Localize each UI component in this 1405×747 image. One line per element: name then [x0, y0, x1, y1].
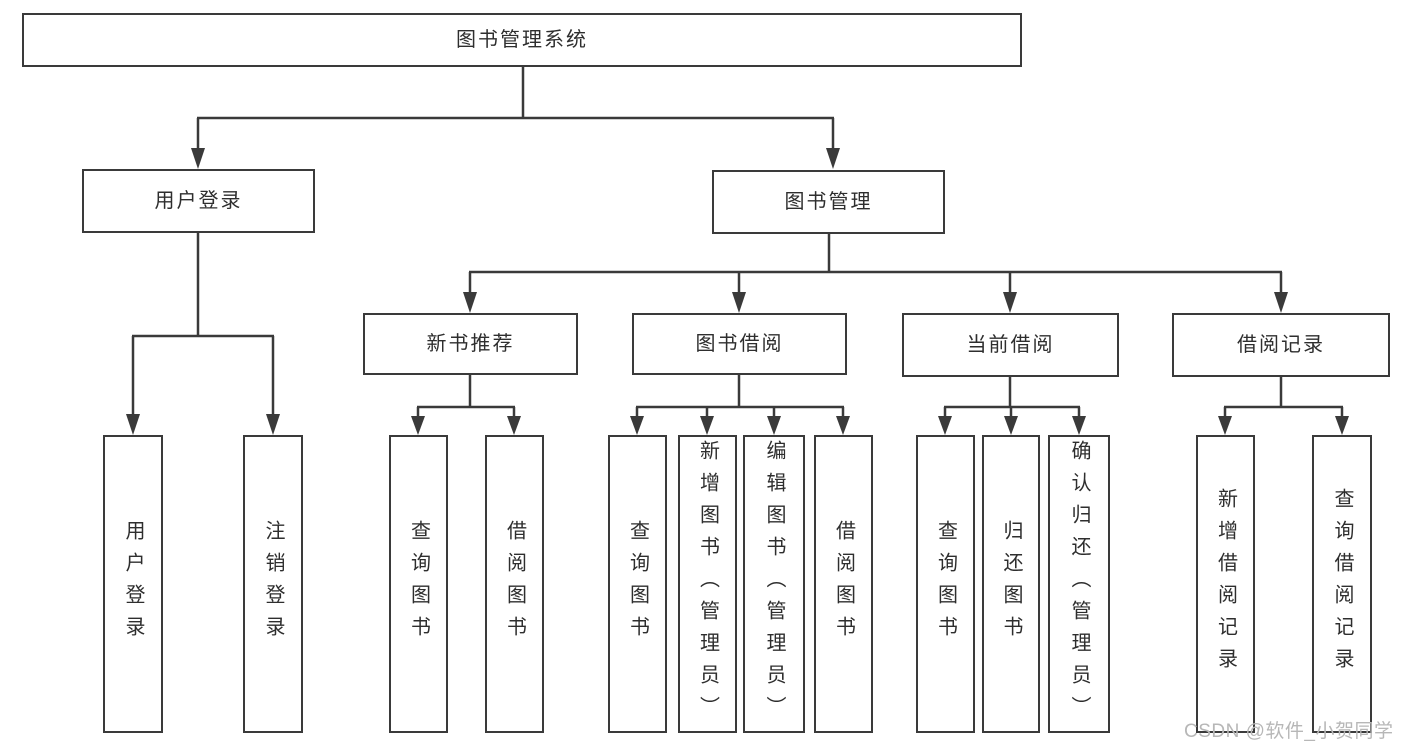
node-current-borrow: 当前借阅 — [902, 313, 1119, 377]
connector-new-book-to-leaves — [411, 375, 521, 435]
leaf-return-books: 归还图书 — [982, 435, 1040, 733]
leaf-query-books-current: 查询图书 — [916, 435, 975, 733]
connector-root-to-level2 — [191, 67, 840, 169]
connector-user-login-to-leaves — [126, 233, 280, 435]
leaf-query-books-borrow: 查询图书 — [608, 435, 667, 733]
connector-borrow-record-to-leaves — [1218, 377, 1349, 435]
connector-book-management-to-level3 — [463, 234, 1288, 313]
connector-book-borrow-to-leaves — [630, 375, 850, 435]
leaf-confirm-return-admin: 确认归还（管理员） — [1048, 435, 1110, 733]
leaf-edit-books-admin: 编辑图书（管理员） — [743, 435, 805, 733]
leaf-query-borrow-record: 查询借阅记录 — [1312, 435, 1372, 733]
leaf-query-books-recommend: 查询图书 — [389, 435, 448, 733]
node-borrow-record: 借阅记录 — [1172, 313, 1390, 377]
connector-current-borrow-to-leaves — [938, 377, 1086, 435]
leaf-add-books-admin: 新增图书（管理员） — [678, 435, 737, 733]
leaf-borrow-books-recommend: 借阅图书 — [485, 435, 544, 733]
csdn-watermark: CSDN @软件_小贺同学 — [1184, 721, 1394, 742]
node-user-login: 用户登录 — [82, 169, 315, 233]
leaf-add-borrow-record: 新增借阅记录 — [1196, 435, 1255, 733]
leaf-user-login: 用户登录 — [103, 435, 163, 733]
node-book-management: 图书管理 — [712, 170, 945, 234]
leaf-logout: 注销登录 — [243, 435, 303, 733]
leaf-borrow-books: 借阅图书 — [814, 435, 873, 733]
node-book-borrow: 图书借阅 — [632, 313, 847, 375]
node-root-library-system: 图书管理系统 — [22, 13, 1022, 67]
node-new-book-recommend: 新书推荐 — [363, 313, 578, 375]
